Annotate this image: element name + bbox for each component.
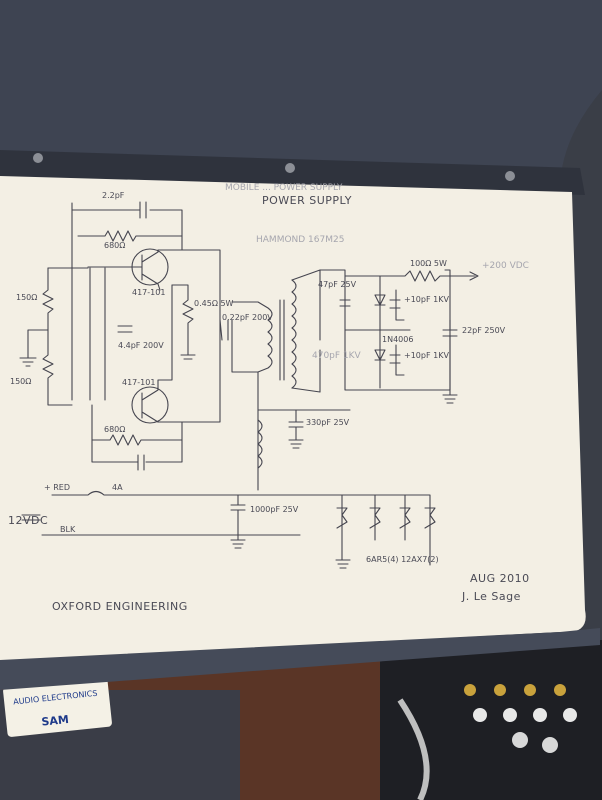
label-fuse: 4A [112,483,123,492]
transformer-note: HAMMOND 167M25 [256,235,344,245]
paper-sheet [0,176,586,662]
label-res-left-bottom: 150Ω [10,377,31,386]
label-cap-top: 2.2pF [102,191,125,200]
label-diode: 1N4006 [382,335,413,344]
label-cap-input: 1000pF 25V [250,505,299,514]
label-cap-faint: 470pF 1KV [312,351,362,361]
audio-equipment [380,640,602,800]
company-name: OXFORD ENGINEERING [52,600,188,613]
binder-ring-strip [0,150,585,195]
label-cap-coupling: 0.22pF 200V [222,313,273,322]
schematic-oscillator [19,201,229,471]
page-title-faint: MOBILE ... POWER SUPPLY [225,183,343,193]
schematic-input [21,490,436,569]
label-zener-bottom: +10pF 1KV [404,351,449,360]
binder-cover-top [0,0,602,190]
label-zener-top: +10pF 1KV [404,295,449,304]
label-transistor-top: 417-101 [132,288,165,297]
equipment-knobs [397,684,577,800]
page-subtitle: POWER SUPPLY [262,194,352,207]
binder-rivet-3 [505,171,515,181]
label-cap-filter: 330pF 25V [306,418,350,427]
label-supply: 12VDC [8,514,48,527]
label-transistor-bottom: 417-101 [122,378,155,387]
schematic-output [319,269,479,404]
label-tubes: 6AR5(4) 12AX7(2) [366,555,439,564]
label-red: + RED [44,483,70,492]
svg-text:SAM: SAM [41,713,70,729]
label-res-bottom: 680Ω [104,425,125,434]
label-cap-mid: 4.4pF 200V [118,341,164,350]
drawing-date: AUG 2010 [470,572,530,585]
sticker: AUDIO ELECTRONICS SAM [3,676,112,737]
label-voltage-output: +200 VDC [482,261,529,271]
binder-rivet-2 [285,163,295,173]
label-res-mid: 0.45Ω 5W [194,299,234,308]
label-cap-output: 22pF 250V [462,326,506,335]
binder-rivet-1 [33,153,43,163]
binder-bottom-edge [0,628,600,690]
label-cap-secondary: 47pF 25V [318,280,357,289]
label-res-output: 100Ω 5W [410,259,447,268]
label-res-left-top: 150Ω [16,293,37,302]
label-res-top: 680Ω [104,241,125,250]
author-signature: J. Le Sage [461,590,521,603]
label-blk: BLK [60,525,76,534]
